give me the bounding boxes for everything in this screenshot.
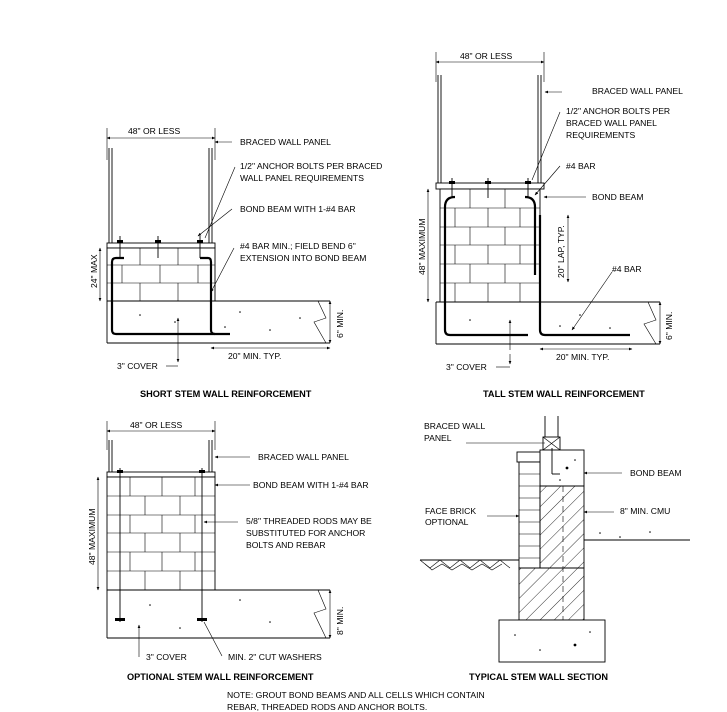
section-brick-label-2: OPTIONAL	[425, 517, 469, 527]
tall-extension-label: 20" MIN. TYP.	[556, 352, 609, 362]
section-braced-label-1: BRACED WALL	[424, 421, 486, 431]
short-cover-label: 3" COVER	[117, 361, 158, 371]
tall-bar-label: #4 BAR	[566, 161, 596, 171]
note-line-2: REBAR, THREADED RODS AND ANCHOR BOLTS.	[227, 702, 427, 712]
short-bar-label-2: EXTENSION INTO BOND BEAM	[240, 253, 366, 263]
optional-footing	[106, 589, 330, 639]
optional-rods-label-2: SUBSTITUTED FOR ANCHOR	[246, 528, 365, 538]
section-title: TYPICAL STEM WALL SECTION	[469, 672, 608, 682]
short-footing	[106, 300, 330, 344]
section-grade	[419, 531, 690, 571]
optional-washers-label: MIN. 2" CUT WASHERS	[228, 652, 322, 662]
short-stem-wall-detail: 48" OR LESS	[89, 126, 382, 399]
section-bond-beam-label: BOND BEAM	[630, 468, 682, 478]
section-footing	[498, 619, 606, 663]
tall-block-wall	[439, 188, 541, 303]
section-cmu-wall	[518, 485, 585, 640]
tall-title: TALL STEM WALL REINFORCEMENT	[483, 389, 645, 399]
section-braced-panel	[542, 416, 561, 451]
tall-height-label: 48" MAXIMUM	[417, 218, 427, 275]
short-width-label: 48" OR LESS	[128, 126, 181, 136]
short-anchor-bolts	[117, 236, 203, 258]
tall-bar2-label: #4 BAR	[612, 264, 642, 274]
short-extension-label: 20" MIN. TYP.	[228, 351, 281, 361]
tall-rebar	[443, 195, 528, 337]
tall-cover-label: 3" COVER	[446, 362, 487, 372]
optional-braced-panel-posts	[106, 440, 216, 478]
section-cmu-label: 8" MIN. CMU	[620, 506, 670, 516]
typical-section-detail: BRACED WALL PANEL BOND BEAM FACE BRICK O…	[419, 416, 690, 682]
optional-width-label: 48" OR LESS	[130, 420, 183, 430]
tall-depth-label: 6" MIN.	[664, 312, 674, 340]
tall-lap-label: 20" LAP, TYP.	[556, 225, 566, 278]
optional-stem-wall-detail: 48" OR LESS	[87, 420, 372, 682]
optional-bond-beam-label: BOND BEAM WITH 1-#4 BAR	[253, 480, 369, 490]
short-braced-panel-posts	[106, 148, 216, 249]
optional-braced-panel-label: BRACED WALL PANEL	[258, 452, 349, 462]
short-block-wall	[106, 247, 216, 302]
short-rebar	[110, 256, 230, 336]
optional-depth-label: 8" MIN.	[335, 607, 345, 635]
short-braced-panel-label: BRACED WALL PANEL	[240, 137, 331, 147]
tall-anchor-label-2: BRACED WALL PANEL	[566, 118, 657, 128]
tall-anchor-bolts	[449, 178, 531, 198]
short-title: SHORT STEM WALL REINFORCEMENT	[140, 389, 312, 399]
section-bond-beam	[539, 448, 585, 487]
optional-rods-label-3: BOLTS AND REBAR	[246, 540, 326, 550]
section-brick-label-1: FACE BRICK	[425, 506, 476, 516]
tall-stem-wall-detail: 48" OR LESS	[417, 51, 683, 399]
optional-rods-label-1: 5/8" THREADED RODS MAY BE	[246, 516, 372, 526]
short-anchor-label-2: WALL PANEL REQUIREMENTS	[240, 173, 364, 183]
tall-bond-beam-label: BOND BEAM	[592, 192, 644, 202]
optional-height-label: 48" MAXIMUM	[87, 508, 97, 565]
section-face-brick	[516, 451, 541, 569]
optional-cover-label: 3" COVER	[146, 652, 187, 662]
tall-braced-panel-label: BRACED WALL PANEL	[592, 86, 683, 96]
optional-block-wall	[106, 476, 216, 591]
optional-threaded-rods	[115, 468, 207, 622]
tall-anchor-label-1: 1/2" ANCHOR BOLTS PER	[566, 106, 670, 116]
short-anchor-label-1: 1/2" ANCHOR BOLTS PER BRACED	[240, 161, 382, 171]
short-depth-label: 6" MIN.	[335, 310, 345, 338]
tall-braced-panel-posts	[435, 75, 545, 190]
short-bar-label-1: #4 BAR MIN.; FIELD BEND 6"	[240, 241, 356, 251]
section-braced-label-2: PANEL	[424, 433, 452, 443]
short-bond-beam-label: BOND BEAM WITH 1-#4 BAR	[240, 204, 356, 214]
tall-footing	[435, 301, 660, 345]
tall-anchor-label-3: REQUIREMENTS	[566, 130, 636, 140]
optional-title: OPTIONAL STEM WALL REINFORCEMENT	[127, 672, 314, 682]
tall-width-label: 48" OR LESS	[460, 51, 513, 61]
short-height-label: 24" MAX	[89, 254, 99, 288]
note-line-1: NOTE: GROUT BOND BEAMS AND ALL CELLS WHI…	[227, 690, 485, 700]
